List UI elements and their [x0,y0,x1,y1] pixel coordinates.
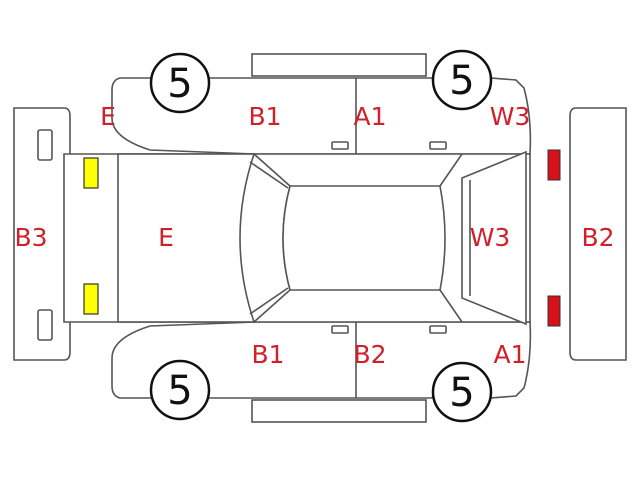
rear-window [461,150,527,326]
bottom-side-sill [251,399,427,423]
front-bumper [13,107,71,361]
right-taillight-icon [547,295,561,327]
hood-panel [117,153,255,323]
code-front-bumper: B3 [14,223,47,252]
code-top-rear-quarter: W3 [490,102,531,131]
code-rear-window: W3 [470,223,511,252]
code-bottom-rear-quarter: A1 [493,340,526,369]
tire-front-right: 5 [149,359,211,421]
code-top-left-fender: E [100,102,116,131]
tire-front-left: 5 [149,52,211,114]
top-side-sill [251,53,427,77]
code-top-rear-door: A1 [353,102,386,131]
tire-rear-left: 5 [431,49,493,111]
rear-bumper [569,107,627,361]
tire-rear-right: 5 [431,361,493,423]
code-rear-bumper: B2 [581,223,614,252]
code-hood: E [158,223,174,252]
right-headlight-icon [83,283,99,315]
roof [282,185,446,291]
tire-front-left-label: 5 [167,61,192,107]
code-top-front-door: B1 [248,102,281,131]
code-bottom-front-door: B1 [251,340,284,369]
tire-front-right-label: 5 [167,368,192,414]
left-taillight-icon [547,149,561,181]
tire-rear-left-label: 5 [449,58,474,104]
car-top-view [63,150,531,326]
left-headlight-icon [83,157,99,189]
code-bottom-rear-door: B2 [353,340,386,369]
tire-rear-right-label: 5 [449,370,474,416]
